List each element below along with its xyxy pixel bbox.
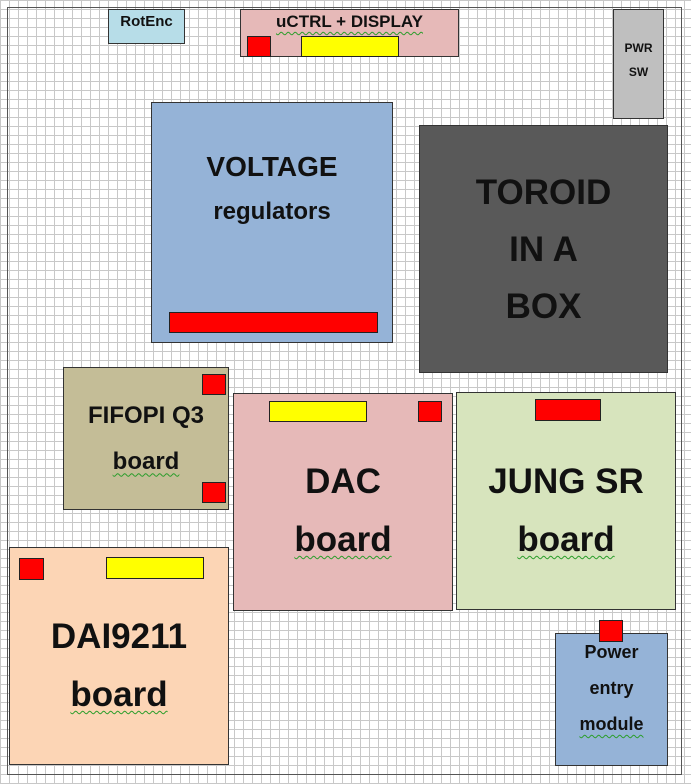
toroid-label-3: BOX [505,286,582,326]
voltage-red-connector [169,312,378,333]
dac-label-2: board [294,520,392,559]
pwr-sw-label-2: SW [628,65,649,79]
dai9211-block: DAI9211 board [9,547,229,765]
rotenc-block: RotEnc [108,9,185,44]
voltage-regulators-block: VOLTAGE regulators [151,102,393,343]
fifopi-q3-block: FIFOPI Q3 board [63,367,229,510]
dai-yellow-connector [106,557,204,579]
fifopi-red-connector-bottom [202,482,226,503]
dac-yellow-connector [269,401,367,422]
jung-label-1: JUNG SR [488,462,644,501]
uctrl-red-connector [247,36,271,57]
power-entry-red-connector [599,620,623,642]
jung-label-2: board [517,520,615,559]
layout-frame [7,7,682,775]
power-entry-label-2: entry [589,678,634,698]
dai-red-connector [19,558,44,580]
pwr-sw-block: PWR SW [613,9,664,119]
dai-label-2: board [70,675,168,714]
pwr-sw-label-1: PWR [624,41,653,55]
power-entry-module-block: Power entry module [555,633,668,766]
toroid-block: TOROID IN A BOX [419,125,668,373]
fifopi-label-1: FIFOPI Q3 [87,401,204,429]
fifopi-label-2: board [112,447,180,475]
rotenc-label: RotEnc [120,13,173,30]
uctrl-display-label: uCTRL + DISPLAY [276,12,423,31]
power-entry-label-1: Power [584,642,639,662]
dai-label-1: DAI9211 [50,617,188,656]
power-entry-label-3: module [579,714,644,734]
dac-red-connector [418,401,442,422]
jung-red-connector [535,399,601,421]
dac-block: DAC board [233,393,453,611]
toroid-label-2: IN A [509,229,578,269]
jung-sr-block: JUNG SR board [456,392,676,610]
voltage-label-1: VOLTAGE [206,151,338,182]
uctrl-yellow-connector [301,36,399,57]
dac-label-1: DAC [305,462,381,501]
toroid-label-1: TOROID [475,172,612,212]
voltage-label-2: regulators [213,198,331,225]
fifopi-red-connector-top [202,374,226,395]
